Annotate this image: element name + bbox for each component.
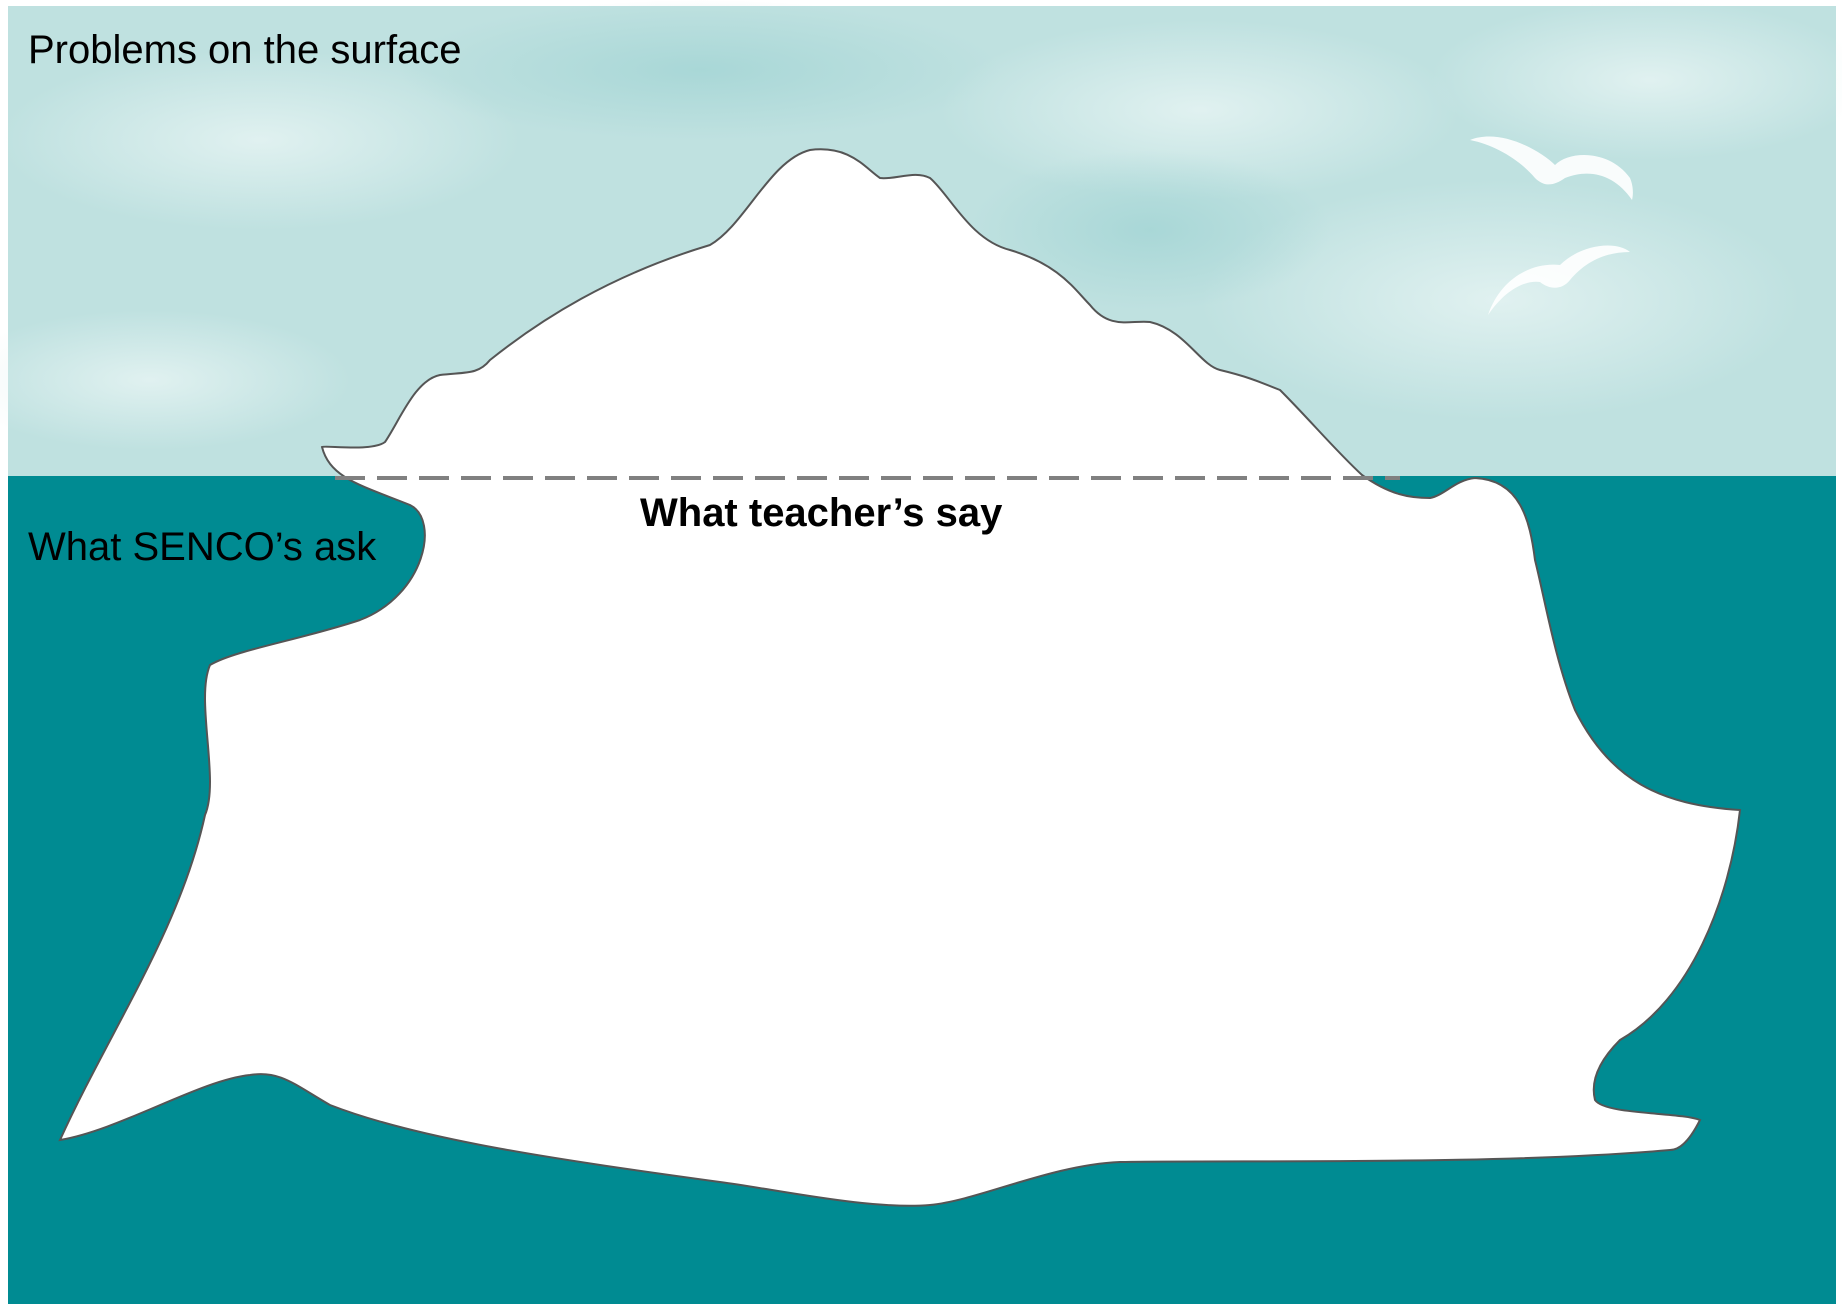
waterline-label: What teacher’s say (640, 493, 1002, 533)
below-water-label: What SENCO’s ask (28, 527, 376, 567)
above-water-label: Problems on the surface (28, 30, 462, 70)
